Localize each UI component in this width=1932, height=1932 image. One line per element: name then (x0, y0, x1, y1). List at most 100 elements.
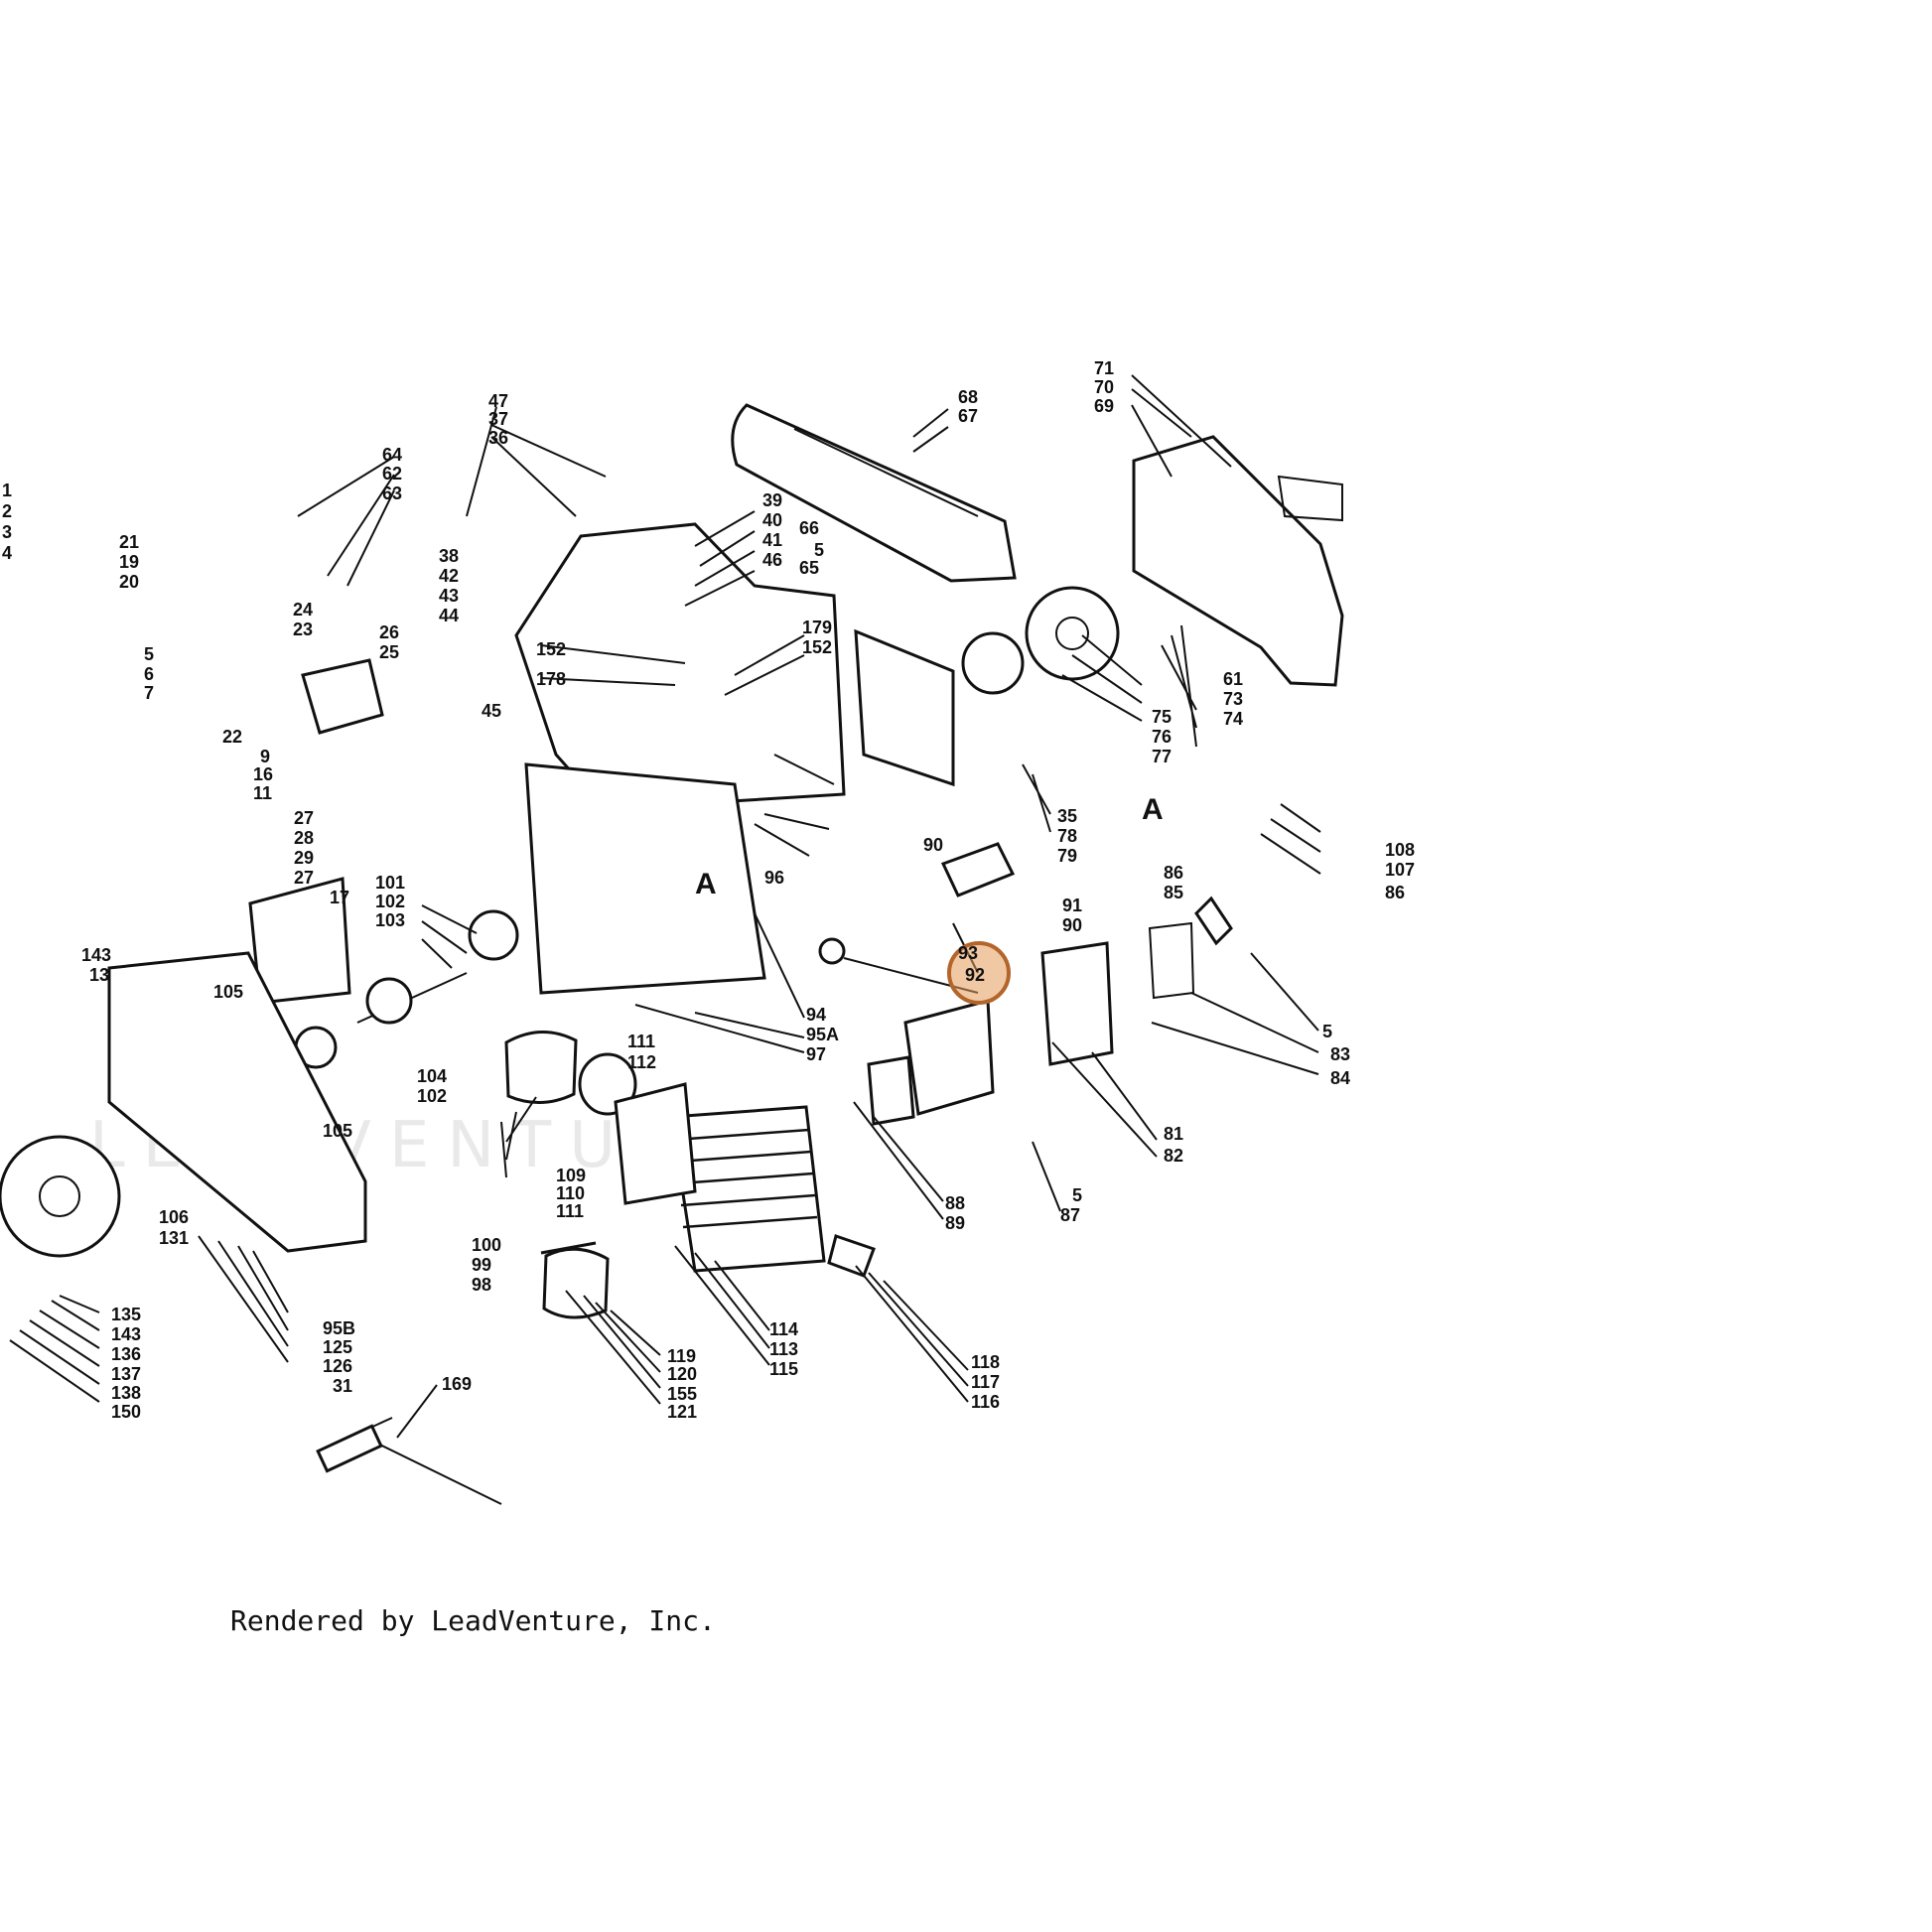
callout-9[interactable]: 9 (260, 747, 270, 766)
callout-25[interactable]: 25 (379, 642, 399, 662)
callout-108[interactable]: 108 (1385, 840, 1415, 860)
callout-115[interactable]: 115 (769, 1359, 798, 1379)
callout-99[interactable]: 99 (472, 1255, 491, 1275)
callout-11[interactable]: 11 (253, 783, 272, 803)
callout-126[interactable]: 126 (323, 1356, 352, 1376)
callout-19[interactable]: 19 (119, 552, 139, 572)
callout-105[interactable]: 105 (213, 982, 243, 1002)
callout-93[interactable]: 93 (958, 943, 978, 963)
callout-62[interactable]: 62 (382, 464, 402, 483)
callout-110[interactable]: 110 (556, 1183, 585, 1203)
callout-46[interactable]: 46 (762, 550, 782, 570)
callout-31[interactable]: 31 (333, 1376, 352, 1396)
callout-178[interactable]: 179 (802, 618, 832, 637)
callout-106[interactable]: 106 (159, 1207, 189, 1227)
callout-5[interactable]: 5 (144, 644, 154, 664)
callout-13[interactable]: 13 (89, 965, 109, 985)
callout-112[interactable]: 112 (627, 1052, 656, 1072)
callout-35[interactable]: 35 (1057, 806, 1077, 826)
callout-36[interactable]: 36 (488, 428, 508, 448)
callout-102[interactable]: 102 (375, 892, 405, 911)
callout-114[interactable]: 114 (769, 1319, 798, 1339)
callout-76[interactable]: 76 (1152, 727, 1172, 747)
callout-22[interactable]: 22 (222, 727, 242, 747)
callout-16[interactable]: 16 (253, 764, 273, 784)
callout-120[interactable]: 120 (667, 1364, 697, 1384)
callout-84[interactable]: 84 (1330, 1068, 1350, 1088)
callout-104[interactable]: 104 (417, 1066, 447, 1086)
callout-37[interactable]: 37 (488, 409, 508, 429)
callout-6[interactable]: 6 (144, 664, 154, 684)
callout-131[interactable]: 131 (159, 1228, 189, 1248)
callout-135[interactable]: 135 (111, 1305, 141, 1324)
callout-2[interactable]: 2 (2, 501, 12, 521)
callout-64[interactable]: 64 (382, 445, 402, 465)
callout-42[interactable]: 42 (439, 566, 459, 586)
callout-90b[interactable]: 90 (1062, 915, 1082, 935)
callout-137[interactable]: 137 (111, 1364, 141, 1384)
callout-119[interactable]: 119 (667, 1346, 696, 1366)
callout-95a[interactable]: 95A (806, 1025, 839, 1044)
callout-61[interactable]: 61 (1223, 669, 1243, 689)
callout-139[interactable]: 143 (111, 1324, 141, 1344)
callout-69[interactable]: 69 (1094, 396, 1114, 416)
callout-139b[interactable]: 143 (81, 945, 111, 965)
callout-79[interactable]: 79 (1057, 846, 1077, 866)
callout-111b[interactable]: 111 (627, 1032, 655, 1051)
callout-113[interactable]: 113 (769, 1339, 798, 1359)
callout-41[interactable]: 41 (762, 530, 782, 550)
callout-27[interactable]: 27 (294, 808, 314, 828)
callout-17[interactable]: 17 (330, 888, 349, 907)
callout-102b[interactable]: 102 (417, 1086, 447, 1106)
callout-23[interactable]: 23 (293, 620, 313, 639)
callout-28[interactable]: 28 (294, 828, 314, 848)
callout-39[interactable]: 39 (762, 490, 782, 510)
callout-86[interactable]: 86 (1164, 863, 1183, 883)
callout-138[interactable]: 138 (111, 1383, 141, 1403)
callout-92[interactable]: 92 (965, 965, 985, 985)
callout-109[interactable]: 109 (556, 1166, 586, 1185)
callout-83[interactable]: 83 (1330, 1044, 1350, 1064)
callout-152[interactable]: 155 (667, 1384, 697, 1404)
callout-94[interactable]: 94 (806, 1005, 826, 1025)
callout-81[interactable]: 81 (1164, 1124, 1183, 1144)
callout-44[interactable]: 44 (439, 606, 459, 625)
callout-43[interactable]: 43 (439, 586, 459, 606)
callout-65[interactable]: 65 (799, 558, 819, 578)
callout-77[interactable]: 77 (1152, 747, 1172, 766)
callout-4[interactable]: 4 (2, 543, 12, 563)
callout-47[interactable]: 47 (488, 391, 508, 411)
callout-95b[interactable]: 95B (323, 1318, 355, 1338)
callout-103[interactable]: 103 (375, 910, 405, 930)
callout-40[interactable]: 40 (762, 510, 782, 530)
callout-5c[interactable]: 5 (1322, 1022, 1332, 1041)
callout-73[interactable]: 73 (1223, 689, 1243, 709)
callout-143[interactable]: 150 (111, 1402, 141, 1422)
callout-111[interactable]: 111 (556, 1201, 584, 1221)
callout-150[interactable]: 152 (536, 639, 566, 659)
callout-105b[interactable]: 105 (323, 1121, 352, 1141)
callout-100[interactable]: 100 (472, 1235, 501, 1255)
callout-38[interactable]: 38 (439, 546, 459, 566)
callout-71[interactable]: 71 (1094, 358, 1114, 378)
callout-155[interactable]: 169 (442, 1374, 472, 1394)
callout-74[interactable]: 74 (1223, 709, 1243, 729)
callout-136[interactable]: 136 (111, 1344, 141, 1364)
callout-68[interactable]: 68 (958, 387, 978, 407)
callout-63[interactable]: 63 (382, 483, 402, 503)
callout-21[interactable]: 21 (119, 532, 139, 552)
callout-116[interactable]: 116 (971, 1392, 1000, 1412)
callout-101[interactable]: 101 (375, 873, 405, 893)
callout-3[interactable]: 3 (2, 522, 12, 542)
callout-67[interactable]: 67 (958, 406, 978, 426)
callout-20[interactable]: 20 (119, 572, 139, 592)
callout-125[interactable]: 125 (323, 1337, 352, 1357)
callout-150b[interactable]: 152 (802, 637, 832, 657)
callout-97[interactable]: 97 (806, 1044, 826, 1064)
callout-98[interactable]: 98 (472, 1275, 491, 1295)
callout-27b[interactable]: 27 (294, 868, 314, 888)
callout-24[interactable]: 24 (293, 600, 313, 620)
callout-26[interactable]: 26 (379, 622, 399, 642)
callout-5d[interactable]: 5 (1072, 1185, 1082, 1205)
callout-66[interactable]: 66 (799, 518, 819, 538)
